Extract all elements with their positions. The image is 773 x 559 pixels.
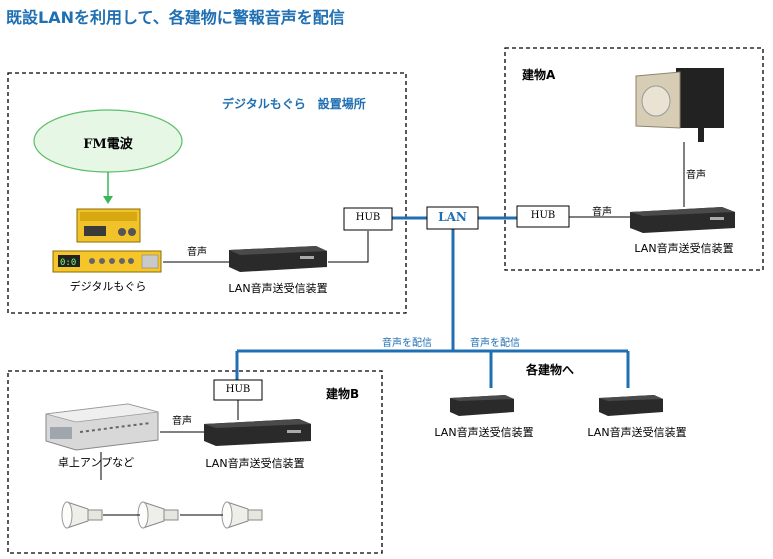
horn-speaker-b1-icon <box>61 501 103 529</box>
edge-label-audio-1: 音声 <box>187 247 207 258</box>
horn-speaker-b2-icon <box>137 501 179 529</box>
hub1-box <box>343 207 393 231</box>
edge-label-audio-a2: 音声 <box>686 170 706 181</box>
hub-b-label: HUB <box>225 384 251 395</box>
edge-label-deliver-1: 音声を配信 <box>382 338 432 349</box>
zone-label-to-buildings: 各建物へ <box>526 363 575 377</box>
hub1-label: HUB <box>355 212 381 223</box>
lan-device-b-icon <box>204 419 311 446</box>
zone-building-b <box>7 370 383 554</box>
lan-label: LAN <box>438 210 467 224</box>
edge-label-audio-b: 音声 <box>172 416 192 427</box>
lan-box <box>426 206 479 230</box>
lan-device-a-label: LAN音声送受信装置 <box>634 242 734 255</box>
amplifier-label: 卓上アンプなど <box>57 456 135 469</box>
lan-device-c2-icon <box>599 395 663 416</box>
zone-mogura-site <box>7 72 407 314</box>
zone-label-mogura-site: デジタルもぐら 設置場所 <box>222 97 366 111</box>
zone-label-building-a: 建物A <box>522 68 556 82</box>
lan-device-b-label: LAN音声送受信装置 <box>205 457 305 470</box>
fm-wave-label: FM電波 <box>83 137 133 152</box>
page-title: 既設LANを利用して、各建物に警報音声を配信 <box>6 8 345 27</box>
lan-device-c1-label: LAN音声送受信装置 <box>434 426 534 439</box>
mogura-label: デジタルもぐら <box>69 280 147 293</box>
horn-speaker-b3-icon <box>221 501 263 529</box>
lan-device-src-label: LAN音声送受信装置 <box>228 282 328 295</box>
hub-a-label: HUB <box>530 210 556 221</box>
hub-a-box <box>516 205 570 228</box>
zone-building-a <box>504 47 764 271</box>
link-device-hub1 <box>328 231 369 263</box>
zone-label-building-b: 建物B <box>326 387 360 401</box>
edge-label-deliver-2: 音声を配信 <box>470 338 520 349</box>
lan-device-c1-icon <box>450 395 514 416</box>
amplifier-icon <box>45 403 159 451</box>
horn-speaker-a-icon <box>635 68 724 142</box>
lan-device-src-icon <box>229 246 327 272</box>
svg-text:0:0: 0:0 <box>60 258 76 268</box>
hub-b-box <box>213 379 263 401</box>
fm-arrowhead <box>103 196 113 204</box>
mogura-device-icon: 0:0 <box>52 208 162 273</box>
edge-label-audio-a1: 音声 <box>592 207 612 218</box>
lan-device-c2-label: LAN音声送受信装置 <box>587 426 687 439</box>
lan-device-a-icon <box>630 207 735 233</box>
